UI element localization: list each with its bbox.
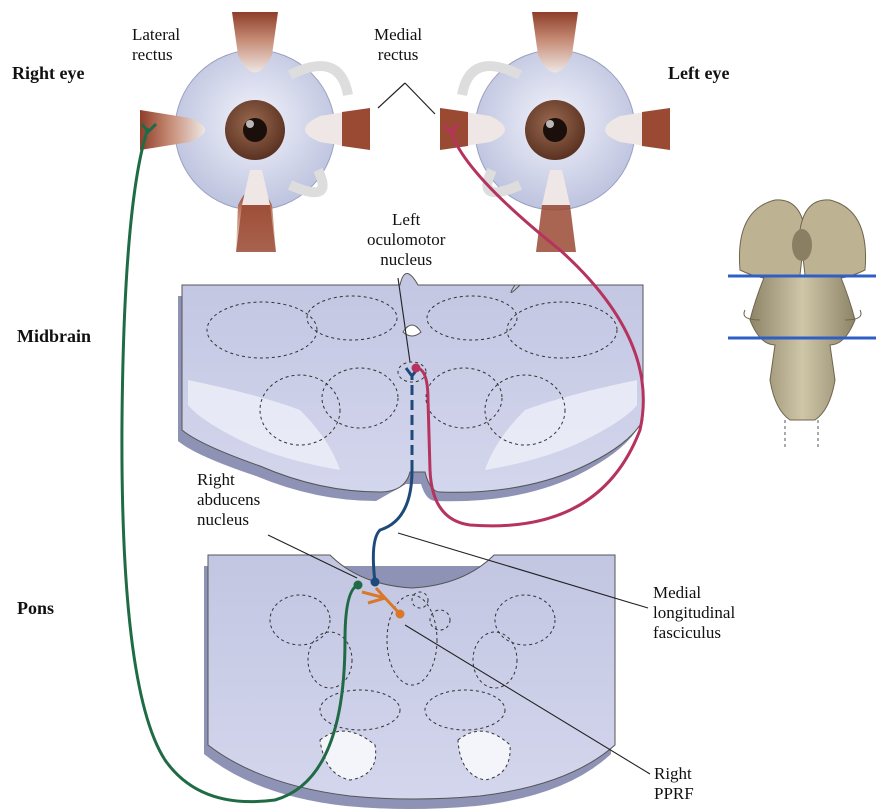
left-eye-label: Left eye	[668, 63, 729, 83]
right-abducens-nucleus-label: Right abducens nucleus	[197, 470, 260, 530]
pons-section	[204, 555, 615, 809]
lateral-rectus-label: Lateral rectus	[132, 25, 180, 65]
right-eye-label: Right eye	[12, 63, 84, 83]
mlf-label: Medial longitudinal fasciculus	[653, 583, 735, 643]
left-oculomotor-nucleus-label: Left oculomotor nucleus	[367, 210, 445, 270]
oculomotor-cell-body	[412, 364, 421, 373]
pons-label: Pons	[17, 598, 54, 618]
pprf-cell-body	[396, 610, 405, 619]
medial-rectus-label: Medial rectus	[374, 25, 422, 65]
brainstem-overview	[728, 200, 876, 450]
left-eye-illustration	[440, 12, 670, 252]
mlf-cell-body	[371, 578, 380, 587]
abducens-cell-body	[354, 581, 363, 590]
medial-rectus-leader-lines	[378, 83, 435, 114]
right-pprf-label: Right PPRF	[654, 764, 694, 804]
midbrain-label: Midbrain	[17, 326, 91, 346]
